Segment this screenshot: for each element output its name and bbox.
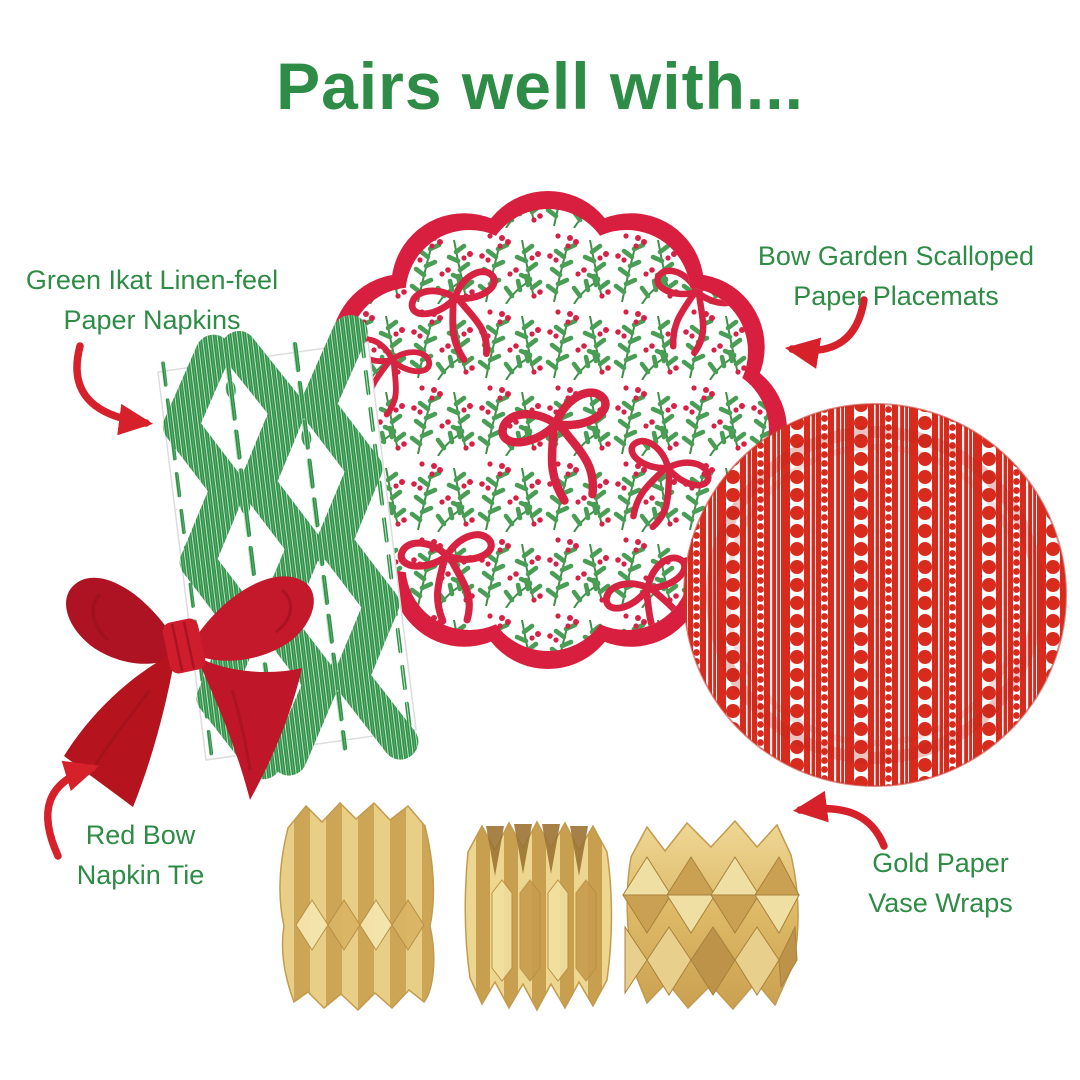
placemats-label: Bow Garden Scalloped Paper Placemats xyxy=(750,236,1042,316)
arrow-napkins-icon xyxy=(73,342,154,436)
napkins-label-line2: Paper Napkins xyxy=(63,305,241,335)
vase-wraps-label-line2: Vase Wraps xyxy=(868,888,1013,918)
red-striped-plate-image xyxy=(683,403,1067,787)
arrow-bow-icon xyxy=(43,760,99,860)
bow-knot xyxy=(162,618,206,674)
napkin-tie-label: Red Bow Napkin Tie xyxy=(38,815,243,895)
napkin-tie-label-line1: Red Bow xyxy=(85,820,196,850)
vase-wrap-2 xyxy=(464,820,613,1012)
vase-wraps-label-line1: Gold Paper xyxy=(872,848,1009,878)
napkins-label-line1: Green Ikat Linen-feel xyxy=(25,265,279,295)
page-title: Pairs well with... xyxy=(276,49,804,123)
napkins-label: Green Ikat Linen-feel Paper Napkins xyxy=(18,260,286,340)
napkin-tie-label-line2: Napkin Tie xyxy=(76,860,205,890)
placemats-label-line2: Paper Placemats xyxy=(793,281,999,311)
arrow-placemats-icon xyxy=(784,296,868,369)
vase-wrap-1 xyxy=(279,801,435,1012)
green-ikat-napkin-image xyxy=(157,314,419,780)
vase-wraps-label: Gold Paper Vase Wraps xyxy=(838,843,1043,923)
gold-vase-wraps-image xyxy=(279,801,800,1012)
arrow-vases-icon xyxy=(792,790,888,850)
vase-wrap-3 xyxy=(622,819,800,1011)
placemats-label-line1: Bow Garden Scalloped xyxy=(757,241,1035,271)
